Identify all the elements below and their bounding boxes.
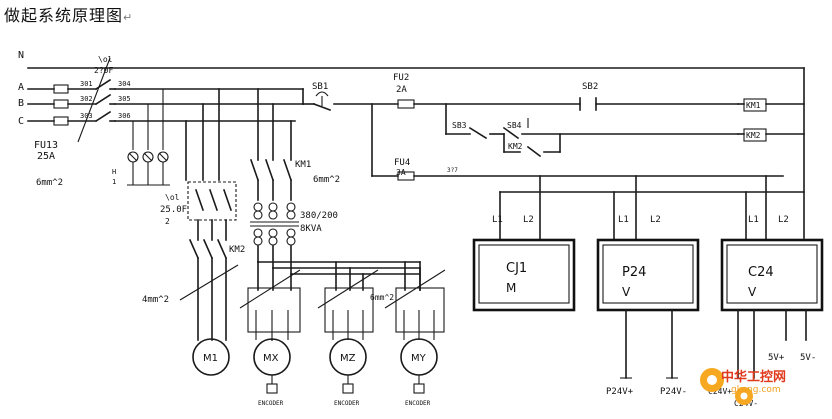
watermark-gear-icon: [700, 368, 753, 405]
sb3-label: SB3: [452, 121, 467, 130]
motor-m1-label: M1: [203, 353, 218, 364]
out-p24-neg: P24V+: [606, 387, 634, 397]
fu2-rating: 2A: [396, 85, 407, 95]
sb4-label: SB4: [507, 121, 522, 130]
wire-num-301: 301: [80, 80, 93, 88]
encoder-label-z: ENCODER: [334, 400, 360, 407]
fu4-rating: 3A: [396, 168, 406, 177]
wire-num-303: 303: [80, 112, 93, 120]
psu-outputs: [620, 309, 807, 379]
fu4-label: FU4: [394, 158, 410, 168]
control-circuit: [302, 91, 805, 241]
km1-coil-label: KM1: [746, 101, 761, 110]
motor-mx: MX: [253, 338, 291, 394]
fuse-b: [53, 99, 69, 109]
drive-internals: [255, 310, 435, 340]
fuse-a: [53, 84, 69, 94]
transformer: [250, 202, 299, 275]
bus-lines: [27, 67, 805, 239]
psu-cj1-l2: L2: [523, 215, 534, 225]
psu-c24-name: C24: [748, 265, 774, 280]
feeder-lines: [185, 88, 292, 181]
transformer-power: 8KVA: [300, 224, 322, 234]
sb1-label: SB1: [312, 82, 328, 92]
psu-cj1-l1: L1: [492, 215, 503, 225]
breaker2-value: 25.0F: [160, 205, 187, 215]
psu-c24-l1: L1: [748, 215, 759, 225]
encoder-label-y: ENCODER: [405, 400, 431, 407]
sb2-label: SB2: [582, 82, 598, 92]
psu-cj1-sub: M: [506, 281, 516, 295]
motor-mx-label: MX: [263, 353, 279, 364]
breaker2-num: 2: [165, 217, 170, 226]
wire-left-size: 4mm^2: [142, 295, 169, 305]
wire-num-305: 305: [118, 95, 131, 103]
psu-cj1: [472, 238, 576, 312]
main-breaker: [77, 57, 112, 143]
psu-c24: [720, 238, 824, 312]
fu2-label: FU2: [393, 73, 409, 83]
wire-right-size: 6mm^2: [370, 293, 394, 302]
h-label-bottom: 1: [112, 178, 116, 186]
page-title: 做起系统原理图↵: [4, 6, 134, 25]
psu-c24-l2: L2: [778, 215, 789, 225]
transformer-ratio: 380/200: [300, 211, 338, 221]
drive-module-z: [324, 287, 374, 333]
wire-main-size: 6mm^2: [36, 178, 63, 188]
wire-num-304: 304: [118, 80, 131, 88]
out-5v-plus: 5V+: [768, 353, 785, 363]
wire-num-306: 306: [118, 112, 131, 120]
fuse-main-label: FU13: [34, 140, 58, 151]
motor-my-label: MY: [411, 353, 427, 364]
bus-label-n: N: [18, 50, 24, 61]
psu-p24-l1: L1: [618, 215, 629, 225]
fuse-main-rating: 25A: [37, 151, 55, 162]
indicator-lamps: [127, 89, 170, 186]
km2-coil-right-label: KM2: [746, 131, 761, 140]
wire-motors-size: 6mm^2: [313, 175, 340, 185]
motor-mz: MZ: [329, 338, 367, 394]
breaker2-label: \ol: [165, 193, 180, 202]
wire-num-307: 3?7: [447, 167, 458, 174]
breaker-main-label: \ol: [98, 55, 113, 64]
km2-feeder: [179, 219, 239, 341]
psu-c24-sub: V: [748, 285, 757, 299]
km1-contacts: [249, 158, 293, 201]
km2-coil-label: KM2: [508, 142, 523, 151]
secondary-bus: [239, 261, 446, 309]
wire-num-302: 302: [80, 95, 93, 103]
fuse-c: [53, 116, 69, 126]
breaker2-box: [187, 181, 237, 221]
watermark: 中华工控网 gkong.com: [720, 370, 786, 395]
out-c24-a: C24V+: [708, 387, 732, 396]
encoder-label-x: ENCODER: [258, 400, 284, 407]
motor-m1: M1: [192, 338, 230, 376]
breaker2-contacts: [194, 188, 233, 212]
bus-label-a: A: [18, 82, 24, 93]
psu-p24: [596, 238, 700, 312]
drive-module-x: [247, 287, 301, 333]
out-5v-minus: 5V-: [800, 353, 816, 363]
bus-label-c: C: [18, 116, 24, 127]
motor-my: MY: [400, 338, 438, 394]
drive-module-y: [395, 287, 445, 333]
out-p24-pos: P24V-: [660, 387, 687, 397]
bus-label-b: B: [18, 98, 24, 109]
h-label-top: H: [112, 168, 116, 176]
psu-p24-l2: L2: [650, 215, 661, 225]
motor-mz-label: MZ: [340, 353, 356, 364]
psu-cj1-name: CJ1: [506, 261, 527, 276]
psu-p24-name: P24: [622, 265, 646, 280]
breaker-main-value: 2?0F: [94, 66, 113, 75]
km2-label: KM2: [229, 245, 245, 255]
psu-p24-sub: V: [622, 285, 631, 299]
km1-label: KM1: [295, 160, 311, 170]
